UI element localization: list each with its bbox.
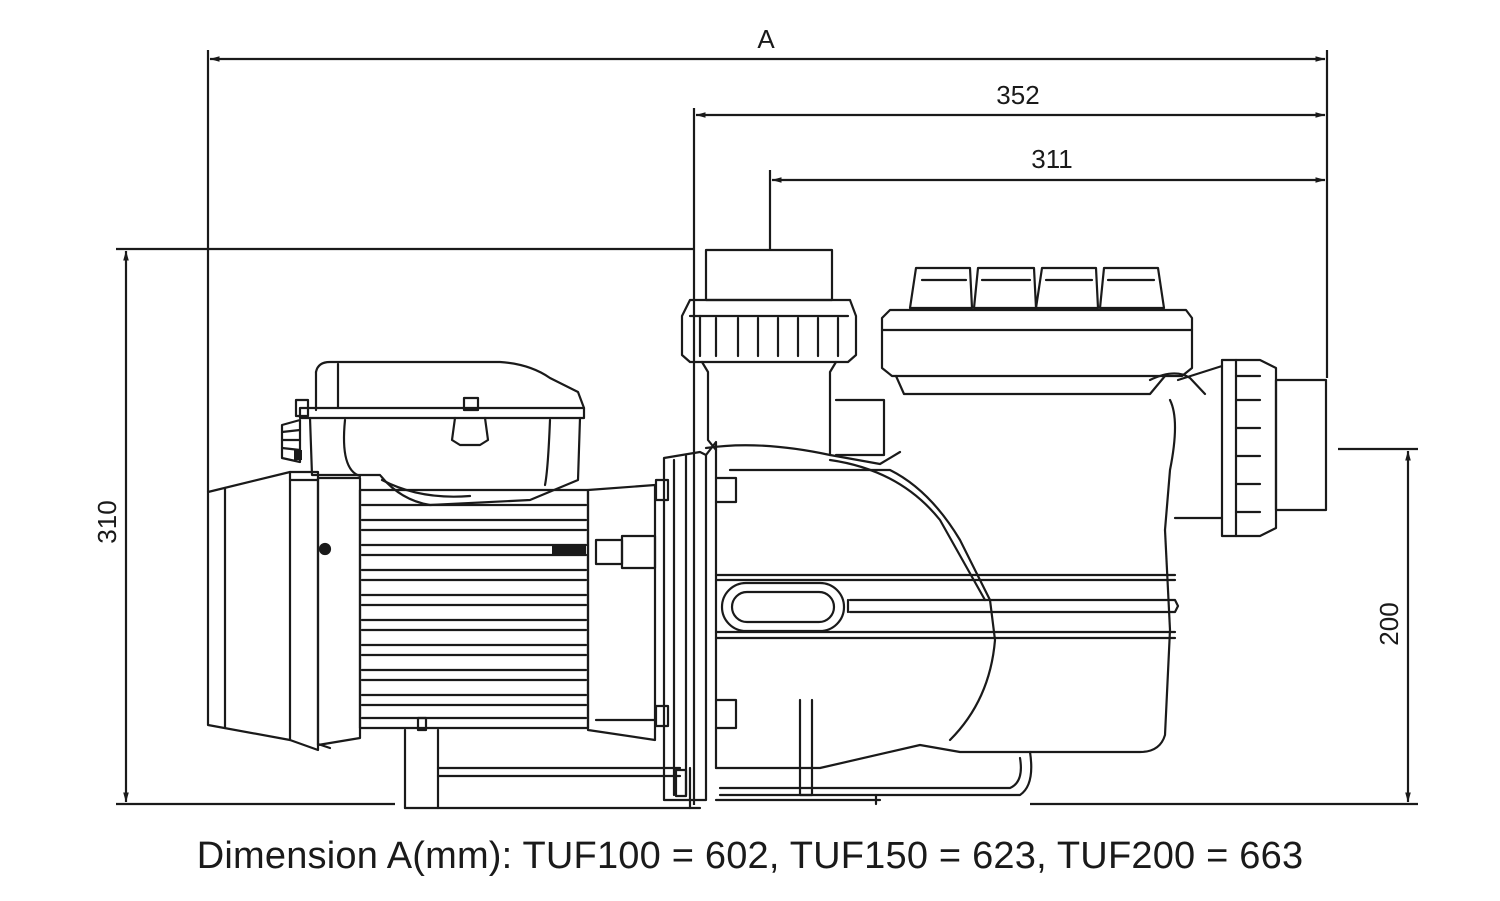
- dimension-a-label: A: [757, 24, 775, 54]
- motor-fan-cover: [206, 470, 332, 752]
- discharge-port: [1220, 358, 1328, 538]
- motor-body: [316, 476, 590, 750]
- dimension-caption: Dimension A(mm): TUF100 = 602, TUF150 = …: [196, 835, 1304, 877]
- dimension-310: [116, 247, 694, 806]
- dimension-a: [206, 50, 1329, 492]
- dimension-200-label: 200: [1374, 602, 1404, 645]
- control-box: [280, 360, 586, 507]
- dimension-352-label: 352: [996, 80, 1039, 110]
- pump-outline: [206, 248, 1328, 810]
- dimension-310-label: 310: [92, 500, 122, 543]
- motor-bracket: [586, 478, 670, 742]
- strainer-lid: [834, 266, 1194, 457]
- suction-port: [680, 248, 858, 457]
- dimension-352: [692, 108, 1326, 805]
- pump-housing: [704, 364, 1224, 797]
- dimension-311-label: 311: [1031, 144, 1072, 174]
- seal-plate: [662, 450, 708, 802]
- dimension-200: [1030, 447, 1418, 806]
- pump-base: [403, 728, 882, 810]
- dimension-311: [768, 170, 1326, 250]
